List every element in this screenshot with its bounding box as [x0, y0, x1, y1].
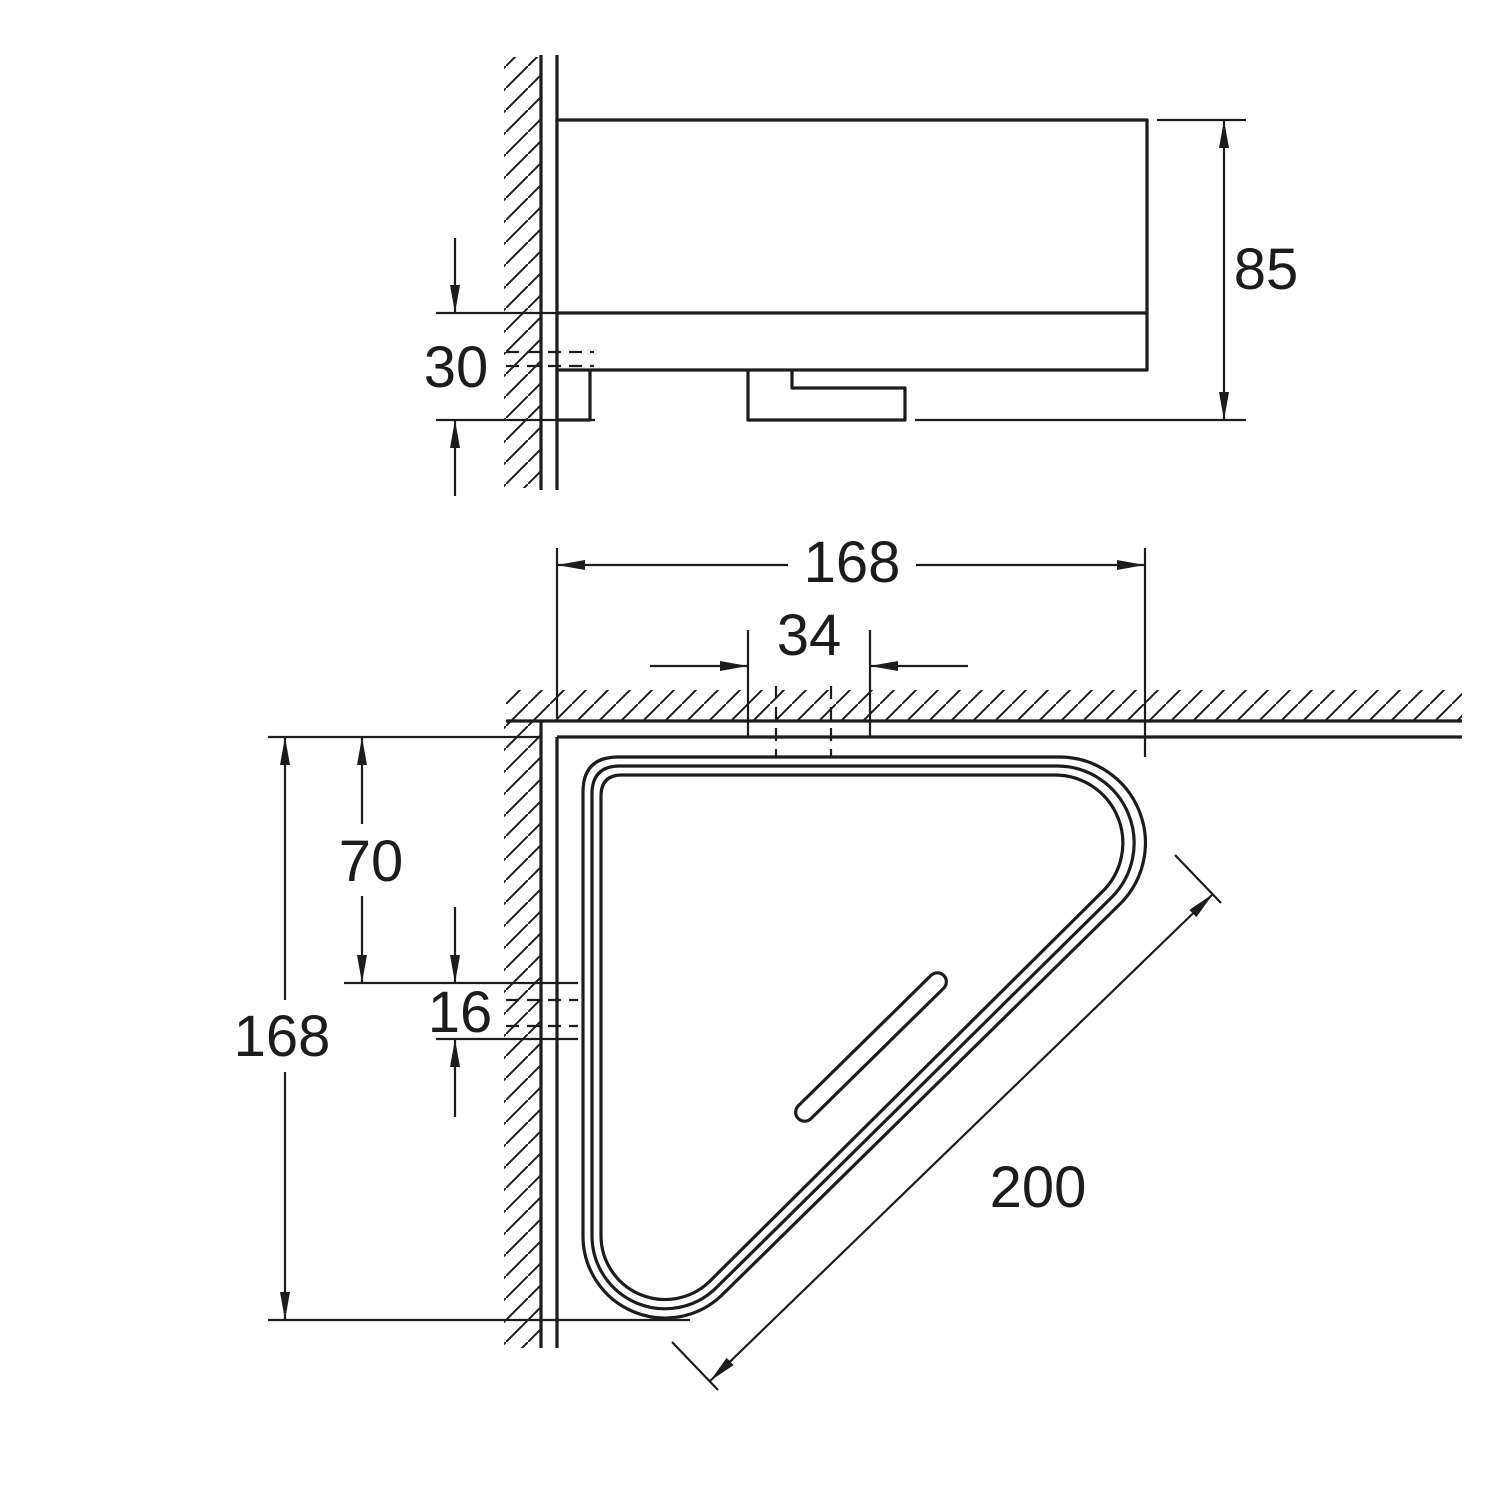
- side-view-wall: [504, 55, 559, 490]
- left-wall-hatching: [504, 721, 541, 1348]
- plan-view-walls: [504, 690, 1462, 1348]
- side-view-basket-profile: [506, 118, 1149, 422]
- dimension-diagonal-200: 200: [671, 854, 1222, 1391]
- dim-label-168-width: 168: [804, 530, 901, 595]
- dim-label-16: 16: [428, 980, 493, 1045]
- dimension-top-offset-70: 70: [339, 737, 578, 985]
- top-wall-hatching: [506, 690, 1462, 721]
- dimension-hole-offset-16: 16: [428, 907, 578, 1117]
- dim-label-200: 200: [990, 1155, 1087, 1220]
- basket-outer-rim: [581, 755, 1147, 1320]
- dimension-depth-168: 168: [234, 735, 690, 1322]
- wall-mount-foot: [555, 370, 592, 422]
- corner-basket: [506, 686, 1147, 1320]
- dim-label-34: 34: [777, 603, 842, 668]
- wall-hatching: [504, 57, 541, 488]
- support-bracket: [746, 370, 907, 422]
- dim-label-30: 30: [424, 335, 489, 400]
- dim-label-70: 70: [339, 829, 404, 894]
- side-view: 85 30: [424, 55, 1299, 496]
- plan-view: 168 34 70 16 1: [234, 530, 1462, 1391]
- basket-inner-rim: [599, 773, 1125, 1302]
- dimension-height-85: 85: [915, 118, 1299, 422]
- dimension-width-168: 168: [555, 530, 1147, 757]
- basket-middle-rim: [590, 764, 1136, 1311]
- dimension-hole-spacing-34: 34: [650, 603, 968, 737]
- dim-label-85: 85: [1234, 237, 1299, 302]
- dimension-bracket-30: 30: [424, 238, 595, 496]
- dim-label-168-depth: 168: [234, 1004, 331, 1069]
